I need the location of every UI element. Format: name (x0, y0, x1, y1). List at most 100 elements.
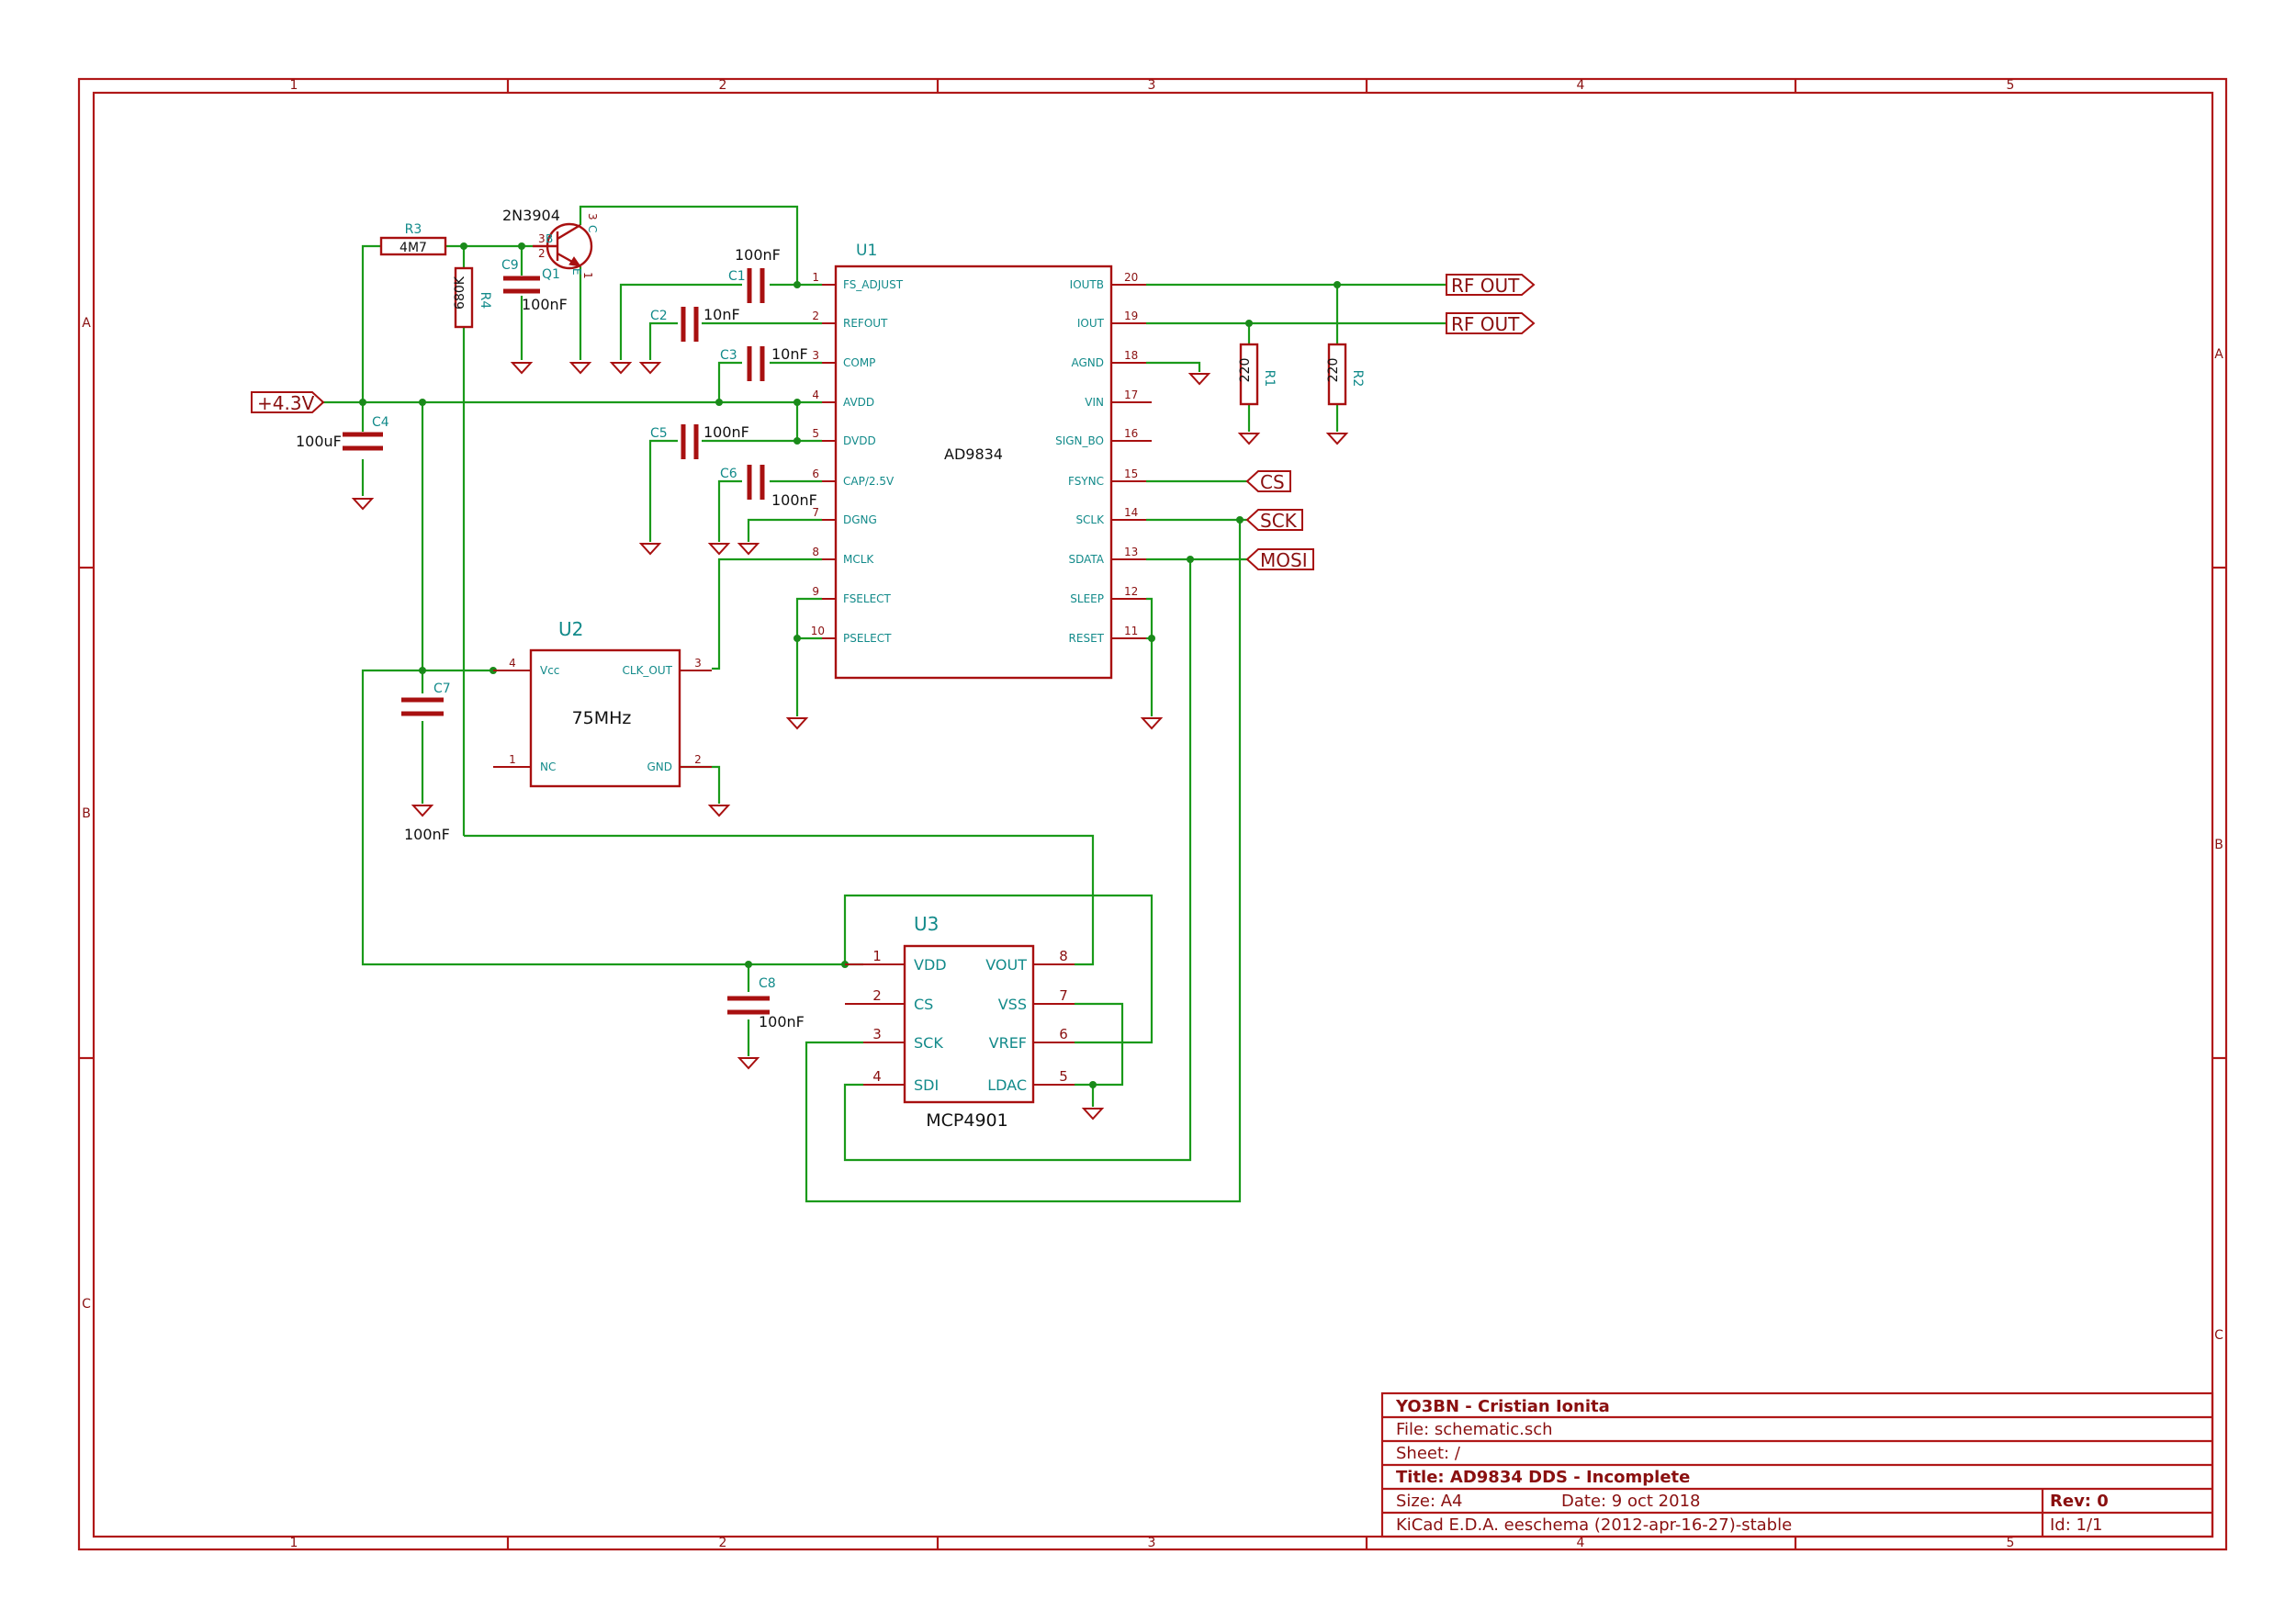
ground-icon (1081, 1108, 1105, 1121)
power-label-text: +4.3V (257, 392, 315, 414)
row-label: C (82, 1297, 91, 1312)
ground-icon (411, 805, 434, 817)
ground-icon (707, 543, 731, 556)
ground-icon (1187, 373, 1211, 386)
column-label: 5 (2007, 78, 2015, 93)
ground-icon (785, 717, 809, 730)
column-label: 2 (719, 1536, 727, 1550)
u1-pin-name: DVDD (843, 434, 876, 447)
column-label: 1 (290, 1536, 298, 1550)
capacitor-c9: C9 100nF (501, 258, 568, 313)
row-label: C (2214, 1328, 2223, 1343)
c1-ref: C1 (728, 269, 746, 284)
u1-pin-number: 5 (812, 427, 819, 440)
title-block-rev: Rev: 0 (2050, 1492, 2109, 1511)
row-label: A (82, 316, 91, 331)
u1-pin-name: SLEEP (1070, 592, 1104, 605)
c9-ref: C9 (501, 258, 519, 273)
c5-ref: C5 (650, 426, 668, 441)
u3-pin-name: SDI (914, 1076, 939, 1094)
resistor-r4: 680K R4 (453, 266, 492, 329)
rf-out-text: RF OUT (1451, 313, 1520, 335)
u3-pin-number: 6 (1059, 1026, 1068, 1042)
u1-pin-name: IOUT (1077, 317, 1105, 330)
title-block-sheet: Sheet: / (1396, 1444, 1461, 1463)
q1-pin-name: E (570, 268, 583, 276)
u3-pin-number: 5 (1059, 1068, 1068, 1085)
q1-pin-number: 3 (586, 213, 599, 220)
u1-pin-name: AGND (1071, 356, 1104, 369)
u1-pin-name: SIGN_BO (1055, 434, 1104, 447)
u3-pin-name: VDD (914, 956, 947, 974)
mosi-label-text: MOSI (1260, 549, 1308, 571)
u1-pin-number: 20 (1124, 271, 1138, 284)
mosi-label: MOSI (1245, 548, 1314, 571)
q1-ref: Q1 (542, 267, 560, 282)
u1-pin-number: 13 (1124, 546, 1138, 558)
u2-pin-name: CLK_OUT (623, 664, 673, 677)
u3-pin-number: 2 (872, 987, 882, 1004)
u1-pin-number: 12 (1124, 585, 1138, 598)
sck-label-text: SCK (1260, 510, 1298, 532)
c7-value: 100nF (404, 826, 450, 843)
title-block-id: Id: 1/1 (2050, 1515, 2103, 1535)
q1-pin-number: 2 (538, 247, 546, 260)
u1-left-pins: 1 2 3 4 5 6 7 8 9 10 FS_ADJUST REFOUT CO… (811, 271, 904, 645)
u1-pin-number: 8 (812, 546, 819, 558)
u1-pin-number: 14 (1124, 506, 1138, 519)
u1-pin-number: 6 (812, 467, 819, 480)
u1-pin-name: IOUTB (1070, 278, 1104, 291)
capacitor-c4: C4 100uF (296, 415, 389, 451)
u1-pin-name: CAP/2.5V (843, 475, 895, 488)
column-label: 5 (2007, 1536, 2015, 1550)
u1-right-pins: 20 19 18 17 16 15 14 13 12 11 IOUTB IOUT… (1055, 271, 1152, 645)
u2-pin-number: 2 (694, 753, 702, 766)
u1-pin-name: FSELECT (843, 592, 892, 605)
title-block-file: File: schematic.sch (1396, 1420, 1553, 1439)
capacitor-c6: C6 100nF (720, 465, 817, 509)
u3-value: MCP4901 (926, 1110, 1007, 1131)
resistor-r1: 220 R1 (1238, 343, 1277, 406)
row-label: A (2214, 347, 2223, 362)
u1-pin-name: SCLK (1075, 513, 1105, 526)
resistor-r3: R3 4M7 (379, 222, 447, 256)
u1-pin-name: FSYNC (1068, 475, 1104, 488)
ic-u2: U2 75MHz 4 3 1 2 Vcc CLK_OUT NC GND (493, 618, 712, 788)
c5-value: 100nF (703, 423, 749, 441)
u2-pin-number: 4 (509, 657, 516, 670)
frame-column-labels: 1 2 3 4 5 1 2 3 4 5 (290, 78, 2015, 1550)
column-label: 1 (290, 78, 298, 93)
title-block: YO3BN - Cristian Ionita File: schematic.… (1380, 1391, 2214, 1538)
u1-pin-number: 7 (812, 506, 819, 519)
u1-pin-number: 16 (1124, 427, 1138, 440)
q1-value: 2N3904 (502, 207, 560, 224)
column-label: 2 (719, 78, 727, 93)
capacitor-c1: C1 100nF (728, 246, 781, 303)
c8-ref: C8 (759, 976, 776, 991)
u1-pin-number: 10 (811, 625, 825, 637)
ground-icon (351, 498, 375, 511)
c9-value: 100nF (522, 296, 568, 313)
u1-pin-number: 17 (1124, 389, 1138, 401)
resistor-r2: 220 R2 (1326, 343, 1365, 406)
transistor-q1: 2N3904 Q1 3 2 B C 3 E 1 (502, 207, 599, 282)
q1-pin-number: 1 (581, 272, 594, 279)
u2-pin-name: GND (647, 760, 672, 773)
u1-pin-number: 18 (1124, 349, 1138, 362)
u2-pin-number: 3 (694, 657, 702, 670)
u1-pin-number: 2 (812, 310, 819, 322)
r2-ref: R2 (1350, 370, 1365, 388)
column-label: 3 (1148, 78, 1156, 93)
c4-value: 100uF (296, 433, 342, 450)
capacitor-c3: C3 10nF (720, 345, 808, 381)
r4-ref: R4 (478, 292, 492, 310)
capacitor-c5: C5 100nF (650, 423, 749, 459)
u3-pin-number: 8 (1059, 948, 1068, 964)
u1-pin-name: RESET (1069, 632, 1105, 645)
capacitor-c2: C2 10nF (650, 306, 740, 342)
u3-pin-name: SCK (914, 1034, 943, 1052)
u3-pin-number: 4 (872, 1068, 882, 1085)
u1-pin-name: AVDD (843, 396, 874, 409)
row-label: B (2214, 838, 2223, 852)
ground-icon (1140, 717, 1164, 730)
